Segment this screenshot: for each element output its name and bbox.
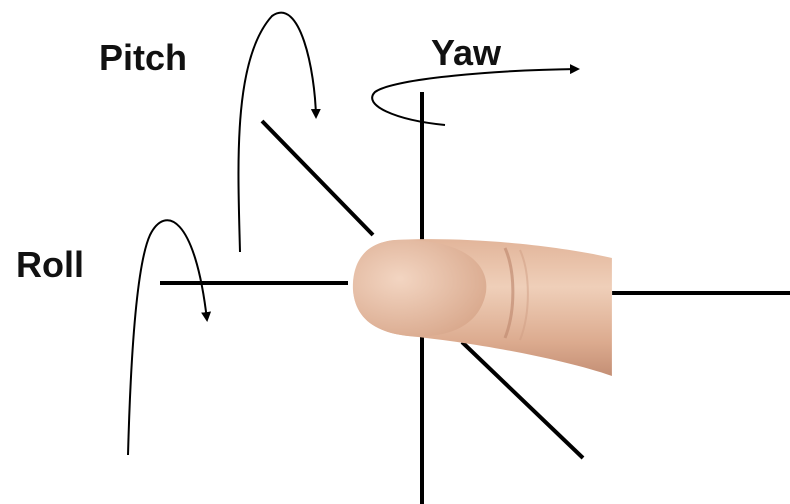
pitch-axis-lower-line [460,340,585,460]
finger-image [352,239,613,376]
yaw-label: Yaw [431,32,502,73]
pitch-axis-upper-line [260,119,375,237]
pitch-rotation-arrow [237,11,321,253]
pitch-label: Pitch [99,37,188,78]
roll-rotation-arrow [127,219,212,456]
roll-label: Roll [16,244,84,285]
yaw-rotation-arrow [371,64,580,126]
